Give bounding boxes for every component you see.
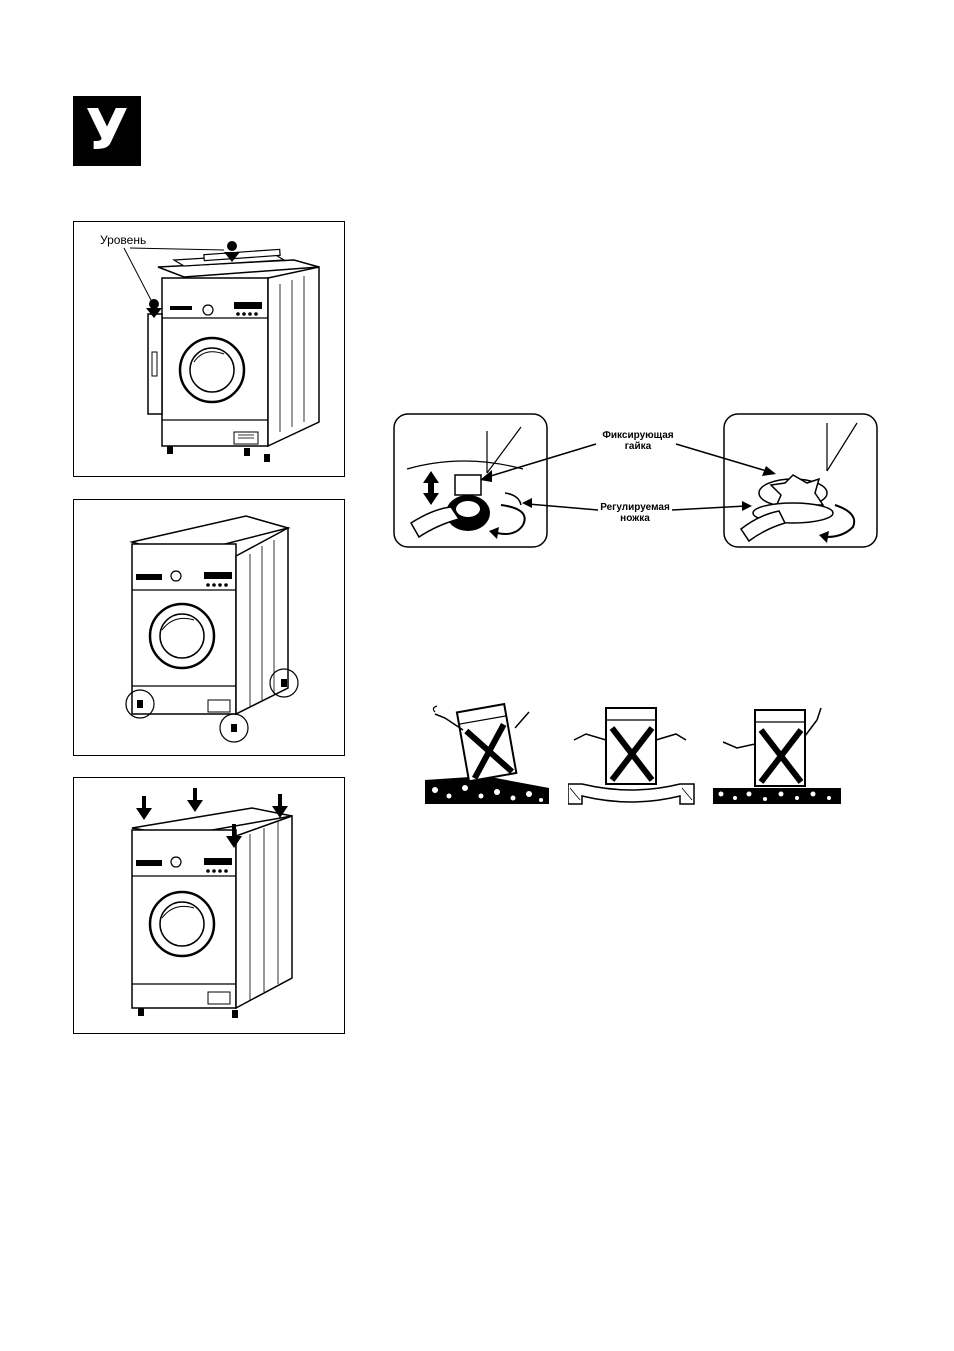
adjustable-foot-label: Регулируемая ножка <box>597 502 673 524</box>
washer-level-illustration <box>74 222 345 477</box>
wrong-surface-uneven <box>568 700 696 806</box>
feet-panel <box>73 499 345 756</box>
lock-nut-label: Фиксирующая гайка <box>593 430 683 452</box>
washer-rocky-surface-illustration <box>425 700 555 806</box>
washer-feet-illustration <box>74 500 345 756</box>
level-label: Уровень <box>100 233 146 247</box>
washer-press-illustration <box>74 778 345 1034</box>
press-corners-panel <box>73 777 345 1034</box>
level-panel: Уровень <box>73 221 345 477</box>
washer-loose-surface-illustration <box>713 700 843 806</box>
section-letter: У <box>85 103 128 159</box>
wrong-surface-rocky <box>425 700 555 806</box>
wrong-surface-loose <box>713 700 843 806</box>
washer-uneven-surface-illustration <box>568 700 696 806</box>
section-badge: У <box>73 96 141 166</box>
